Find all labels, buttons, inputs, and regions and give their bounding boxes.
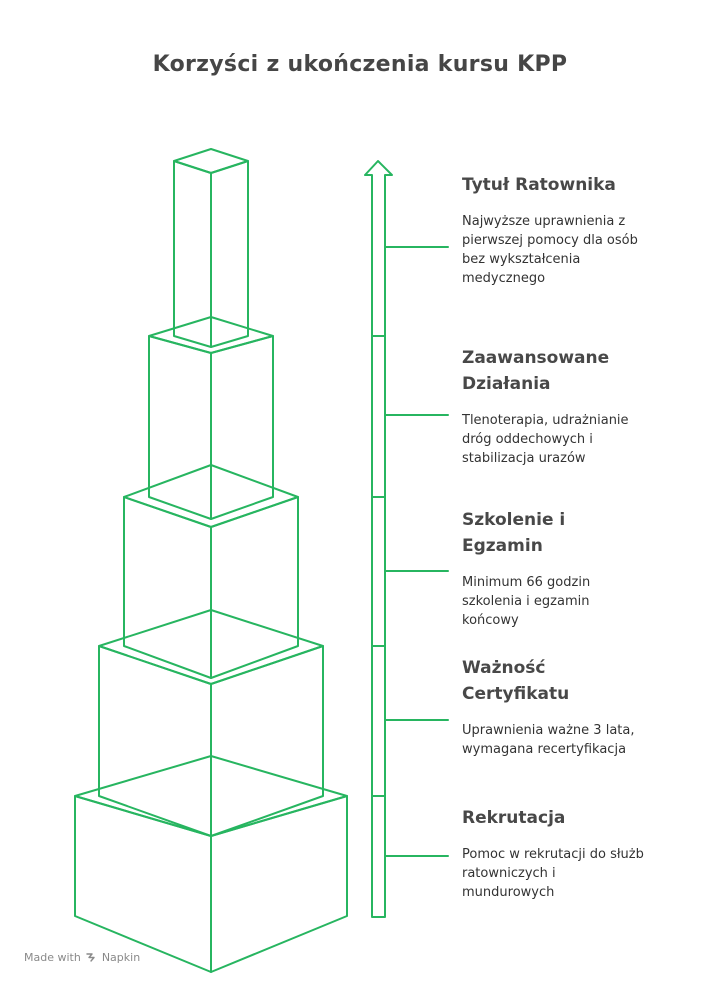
- level-item-2: Zaawansowane Działania Tlenoterapia, udr…: [462, 345, 702, 468]
- level-item-5: Rekrutacja Pomoc w rekrutacji do służb r…: [462, 805, 702, 902]
- level-description: Uprawnienia ważne 3 lata, wymagana recer…: [462, 723, 635, 757]
- footer-made-with: Made with: [24, 951, 81, 964]
- level-description: Minimum 66 godzin szkolenia i egzamin ko…: [462, 575, 591, 628]
- footer-brand: Napkin: [101, 951, 141, 964]
- tower-block-3: [123, 464, 299, 679]
- level-item-3: Szkolenie i Egzamin Minimum 66 godzin sz…: [462, 507, 702, 630]
- level-title: Rekrutacja: [462, 808, 566, 828]
- page-title: Korzyści z ukończenia kursu KPP: [152, 52, 568, 77]
- napkin-logo-icon: [86, 952, 97, 963]
- footer-attribution: Made with Napkin: [24, 951, 140, 964]
- tower-block-2: [148, 316, 274, 520]
- level-title: Tytuł Ratownika: [462, 175, 616, 195]
- level-description: Pomoc w rekrutacji do służb ratowniczych…: [462, 847, 644, 900]
- level-item-4: Ważność Certyfikatu Uprawnienia ważne 3 …: [462, 655, 702, 759]
- level-title: Ważność Certyfikatu: [462, 658, 570, 704]
- level-description: Najwyższe uprawnienia z pierwszej pomocy…: [462, 214, 638, 286]
- level-arrow: [364, 160, 393, 918]
- level-description: Tlenoterapia, udrażnianie dróg oddechowy…: [462, 413, 629, 466]
- level-item-1: Tytuł Ratownika Najwyższe uprawnienia z …: [462, 172, 702, 288]
- tower-block-5: [74, 755, 348, 973]
- tower-block-4: [98, 609, 324, 837]
- level-title: Zaawansowane Działania: [462, 348, 610, 394]
- level-title: Szkolenie i Egzamin: [462, 510, 566, 556]
- tower-block-1: [173, 148, 249, 348]
